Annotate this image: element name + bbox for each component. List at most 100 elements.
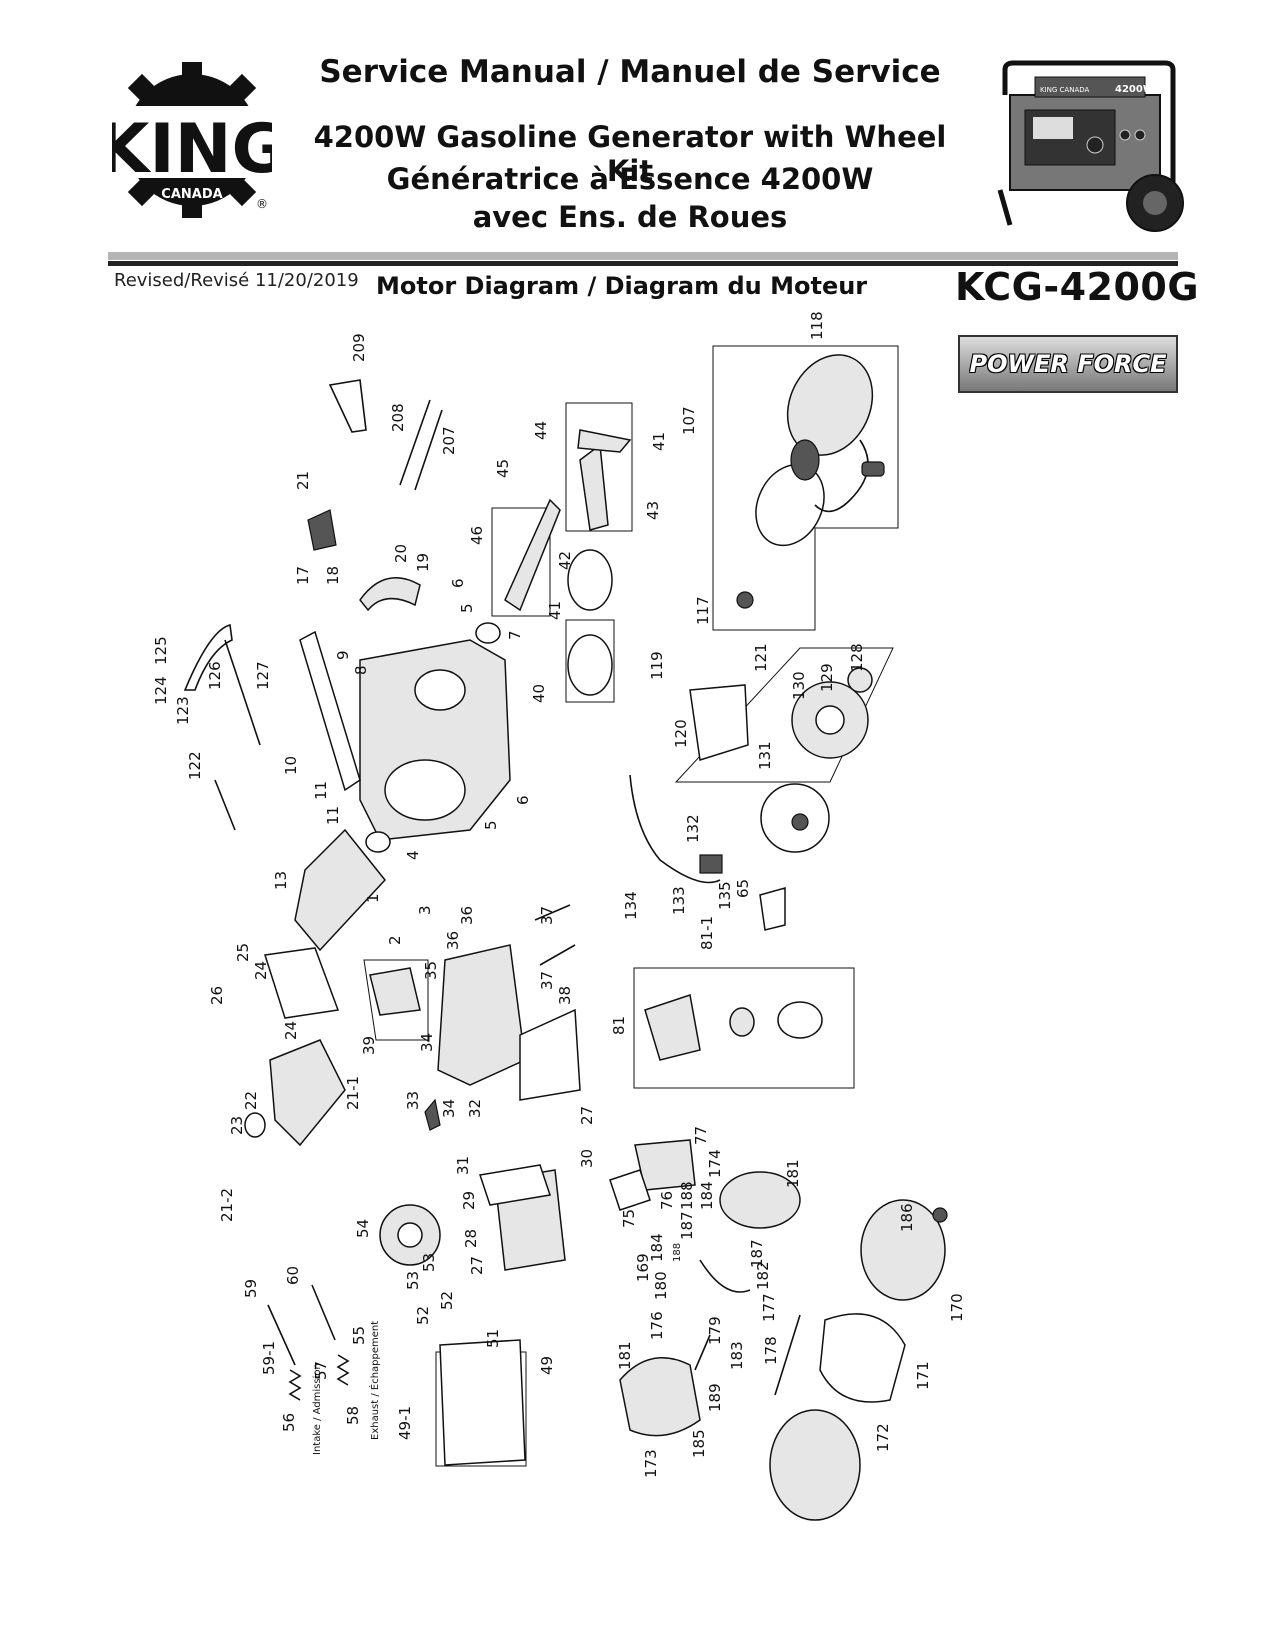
crankshaft-box xyxy=(491,507,551,617)
callout-46: 46 xyxy=(468,526,486,545)
king-canada-logo: KING CANADA ® xyxy=(97,58,287,223)
callout-189: 189 xyxy=(706,1383,724,1412)
callout-180: 180 xyxy=(652,1271,670,1300)
oil-seal xyxy=(475,622,501,644)
intake-note: Intake / Admission xyxy=(312,1363,323,1455)
callout-29: 29 xyxy=(460,1191,478,1210)
callout-128: 128 xyxy=(848,643,866,672)
generator-product-image: 4200W KING CANADA xyxy=(985,55,1195,235)
callout-11b: 11 xyxy=(324,806,342,825)
callout-49: 49 xyxy=(538,1356,556,1375)
callout-35: 35 xyxy=(422,961,440,980)
header-rule-light xyxy=(108,252,1178,260)
callout-31: 31 xyxy=(454,1156,472,1175)
through-bolt-178 xyxy=(774,1314,801,1396)
callout-182: 182 xyxy=(754,1261,772,1290)
muffler-parts xyxy=(699,1259,751,1293)
page-title: Service Manual / Manuel de Service xyxy=(319,54,941,90)
callout-188b: 188 xyxy=(672,1243,683,1262)
callout-2: 2 xyxy=(386,935,404,945)
callout-36a: 36 xyxy=(458,906,476,925)
callout-43: 43 xyxy=(644,501,662,520)
callout-208: 208 xyxy=(389,403,407,432)
callout-177: 177 xyxy=(760,1293,778,1322)
callout-207: 207 xyxy=(440,426,458,455)
fan-hub xyxy=(815,705,845,735)
callout-1: 1 xyxy=(364,893,382,903)
callout-181a: 181 xyxy=(784,1159,802,1188)
callout-40: 40 xyxy=(530,684,548,703)
lower-oil-seal xyxy=(365,831,391,853)
callout-6b: 6 xyxy=(514,795,532,805)
callout-34b: 34 xyxy=(440,1099,458,1118)
callout-187a: 187 xyxy=(678,1211,696,1240)
callout-52a: 52 xyxy=(414,1306,432,1325)
alternator-rear-housing xyxy=(860,1199,946,1301)
callout-3: 3 xyxy=(416,905,434,915)
callout-13: 13 xyxy=(272,871,290,890)
recoil-starter-box xyxy=(712,345,899,631)
callout-134: 134 xyxy=(622,891,640,920)
intake-spring xyxy=(288,1369,302,1401)
governor-plate xyxy=(294,828,386,952)
piston xyxy=(567,549,613,611)
starter-spring xyxy=(790,439,820,481)
throttle-lever xyxy=(183,624,233,691)
callout-81-1: 81-1 xyxy=(698,916,716,950)
callout-24b: 24 xyxy=(282,1021,300,1040)
connecting-rod-box xyxy=(565,402,633,532)
crankshaft xyxy=(504,498,561,612)
rotor xyxy=(769,1409,861,1521)
callout-76: 76 xyxy=(658,1191,676,1210)
flywheel-nut xyxy=(791,813,809,831)
callout-59: 59 xyxy=(242,1279,260,1298)
callout-124: 124 xyxy=(152,676,170,705)
rod-cap xyxy=(577,429,632,453)
choke-cover xyxy=(359,577,421,612)
motor-exploded-diagram: Intake / Admission Exhaust / Échappement… xyxy=(152,311,966,1521)
callout-131: 131 xyxy=(756,741,774,770)
cylinder-head xyxy=(437,944,526,1086)
callout-9: 9 xyxy=(334,650,352,660)
ignition-wire xyxy=(629,774,721,884)
callout-39: 39 xyxy=(360,1036,378,1055)
callout-126: 126 xyxy=(206,661,224,690)
exhaust-note: Exhaust / Échappement xyxy=(368,1321,381,1440)
callout-22: 22 xyxy=(242,1091,260,1110)
callout-24a: 24 xyxy=(252,961,270,980)
cylinder-bore xyxy=(384,759,466,821)
callout-33: 33 xyxy=(404,1091,422,1110)
front-housing xyxy=(619,1357,701,1437)
starter-ratchet xyxy=(736,591,754,609)
callout-19: 19 xyxy=(414,553,432,572)
head-shroud xyxy=(519,1008,581,1101)
callout-81: 81 xyxy=(610,1016,628,1035)
muffler-guard xyxy=(719,1171,801,1229)
callout-21-1: 21-1 xyxy=(344,1076,362,1110)
callout-185: 185 xyxy=(690,1429,708,1458)
callout-7: 7 xyxy=(506,630,524,640)
rocker-arm xyxy=(369,967,421,1016)
callout-25: 25 xyxy=(234,943,252,962)
carburetor xyxy=(644,994,701,1061)
callout-18: 18 xyxy=(324,566,342,585)
callout-41a: 41 xyxy=(650,432,668,451)
valve-cover-gasket xyxy=(479,1164,551,1206)
registered-mark: ® xyxy=(256,197,268,211)
callout-44: 44 xyxy=(532,421,550,440)
stator-band xyxy=(819,1313,906,1403)
callout-51: 51 xyxy=(484,1329,502,1348)
callout-54: 54 xyxy=(354,1219,372,1238)
lever-part-209 xyxy=(328,379,367,433)
callout-30: 30 xyxy=(578,1149,596,1168)
callout-187b: 187 xyxy=(748,1239,766,1268)
section-title: Motor Diagram / Diagram du Moteur xyxy=(376,272,868,300)
spark-plug xyxy=(424,1098,441,1131)
product-badge-text: 4200W xyxy=(1115,84,1154,95)
product-name-en: 4200W Gasoline Generator with Wheel Kit xyxy=(313,120,947,188)
bearing-186 xyxy=(932,1207,948,1223)
header-rule-dark xyxy=(108,261,1178,266)
callout-37b: 37 xyxy=(538,971,556,990)
cam-parts-panel xyxy=(439,1339,526,1466)
governor-springs xyxy=(214,639,261,831)
